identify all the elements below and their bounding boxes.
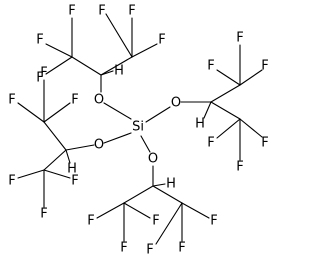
atom-f: F [36, 71, 43, 86]
bond [216, 118, 241, 139]
bond [43, 169, 71, 179]
bond [96, 202, 125, 219]
atom-o: O [94, 93, 104, 108]
bond [152, 183, 166, 187]
atom-f: F [8, 93, 15, 108]
bond [17, 169, 45, 179]
bond [140, 135, 151, 153]
atom-f: F [146, 243, 153, 258]
bond [123, 202, 151, 219]
bond [210, 84, 241, 103]
atom-f: F [71, 93, 78, 108]
atom-f: F [128, 4, 135, 19]
bond [65, 144, 95, 151]
bond [239, 69, 263, 86]
bond [203, 101, 212, 119]
bond [17, 102, 45, 123]
bond [131, 43, 158, 58]
bond [71, 56, 102, 76]
atom-o: O [94, 138, 104, 153]
bond [123, 185, 154, 204]
atom-f: F [261, 136, 268, 151]
bond [45, 56, 73, 75]
atom-f: F [98, 4, 105, 19]
atom-f: F [210, 214, 217, 229]
atom-f: F [152, 214, 159, 229]
atom-h: H [166, 177, 176, 192]
atom-f: F [236, 31, 243, 46]
bond [239, 118, 263, 138]
bond [155, 202, 183, 245]
bond [43, 102, 71, 123]
bond [105, 13, 133, 58]
bond [65, 149, 71, 164]
atom-f: F [178, 241, 185, 256]
atom-f: F [36, 33, 43, 48]
bond [100, 70, 114, 76]
bonds [17, 13, 263, 245]
atom-f: F [68, 4, 75, 19]
atom-labels: Si O O O O H H H H F F F F F F F F F F F… [8, 4, 268, 258]
bond [145, 106, 171, 123]
atom-o: O [148, 152, 158, 167]
atom-h: H [114, 64, 124, 79]
atom-o: O [171, 96, 181, 111]
atom-f: F [8, 174, 15, 189]
atom-f: F [261, 59, 268, 74]
bond [45, 43, 73, 58]
atom-si: Si [132, 120, 144, 135]
atom-h: H [67, 162, 77, 177]
bond [100, 56, 133, 76]
atom-f: F [158, 33, 165, 48]
bond [103, 102, 132, 120]
atom-f: F [120, 241, 127, 256]
bond [152, 185, 183, 204]
atom-f: F [40, 207, 47, 222]
bond [43, 149, 67, 171]
bond [216, 69, 241, 86]
atom-h: H [195, 117, 205, 132]
bond [103, 132, 132, 144]
bond [43, 121, 67, 151]
structure-diagram: Si O O O O H H H H F F F F F F F F F F F… [8, 4, 268, 258]
bond [181, 202, 210, 219]
bond [210, 101, 241, 120]
atom-f: F [87, 214, 94, 229]
atom-f: F [207, 136, 214, 151]
atom-f: F [207, 59, 214, 74]
atom-f: F [71, 174, 78, 189]
atom-f: F [40, 66, 47, 81]
atom-f: F [236, 160, 243, 175]
